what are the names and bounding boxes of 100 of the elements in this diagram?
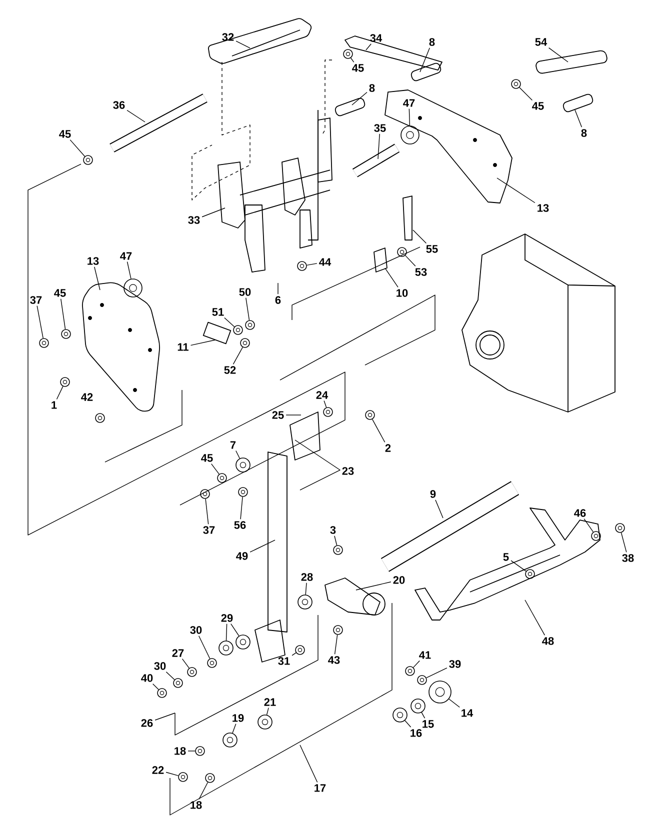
leader-line bbox=[524, 600, 546, 636]
callout-number: 5 bbox=[503, 553, 509, 561]
callout-number: 8 bbox=[581, 129, 587, 137]
callout-number: 20 bbox=[393, 576, 405, 584]
callout-number: 2 bbox=[385, 444, 391, 452]
callout-number: 56 bbox=[234, 521, 246, 529]
leader-line bbox=[198, 636, 210, 659]
nut bbox=[365, 410, 375, 420]
leader-line bbox=[324, 400, 327, 408]
callout-number: 46 bbox=[574, 509, 586, 517]
nut bbox=[207, 658, 217, 668]
nut bbox=[591, 531, 601, 541]
callout-number: 26 bbox=[141, 719, 153, 727]
callout-number: 22 bbox=[152, 766, 164, 774]
nut bbox=[200, 489, 210, 499]
leader-line bbox=[36, 306, 44, 339]
callout-number: 37 bbox=[30, 296, 42, 304]
callout-number: 32 bbox=[222, 33, 234, 41]
leader-line bbox=[426, 668, 448, 678]
callout-number: 30 bbox=[154, 662, 166, 670]
bushing bbox=[218, 640, 234, 656]
callout-number: 35 bbox=[374, 124, 386, 132]
callout-number: 14 bbox=[462, 709, 474, 717]
leader-line bbox=[620, 532, 627, 552]
callout-number: 50 bbox=[239, 288, 251, 296]
bushing bbox=[400, 126, 420, 144]
callout-number: 42 bbox=[81, 393, 93, 401]
callout-number: 9 bbox=[430, 490, 436, 498]
callout-number: 34 bbox=[370, 34, 382, 42]
callout-number: 39 bbox=[449, 660, 461, 668]
bushing bbox=[428, 680, 452, 704]
leader-line bbox=[292, 652, 296, 656]
leader-line bbox=[236, 450, 240, 459]
callout-number: 44 bbox=[319, 258, 332, 266]
nut bbox=[525, 569, 535, 579]
callout-number: 52 bbox=[224, 366, 236, 374]
callout-number: 48 bbox=[542, 637, 554, 645]
callout-number: 15 bbox=[422, 720, 434, 728]
callout-number: 28 bbox=[301, 573, 313, 581]
leader-line bbox=[350, 58, 354, 63]
leader-line bbox=[230, 624, 240, 636]
leader-line bbox=[366, 44, 372, 50]
callout-number: 45 bbox=[59, 130, 71, 138]
leader-line bbox=[198, 782, 208, 800]
leader-line bbox=[190, 340, 216, 346]
leader-line bbox=[94, 266, 100, 290]
leader-line bbox=[70, 139, 86, 157]
leader-line bbox=[182, 658, 190, 668]
nut bbox=[238, 487, 248, 497]
callout-number: 10 bbox=[396, 289, 408, 297]
callout-number: 19 bbox=[232, 714, 244, 722]
leader-line bbox=[286, 414, 302, 416]
nut bbox=[61, 329, 71, 339]
nut bbox=[615, 523, 625, 533]
nut bbox=[240, 338, 250, 348]
leader-line bbox=[413, 660, 420, 668]
callout-number: 45 bbox=[54, 289, 66, 297]
callout-number: 47 bbox=[403, 99, 415, 107]
leader-line bbox=[372, 418, 386, 443]
bushing bbox=[236, 634, 250, 650]
callout-number: 55 bbox=[426, 245, 438, 253]
leader-line bbox=[356, 582, 392, 590]
callout-number: 18 bbox=[174, 747, 186, 755]
nut bbox=[297, 261, 307, 271]
leader-line bbox=[266, 707, 269, 716]
leader-line bbox=[236, 40, 250, 48]
bushing bbox=[410, 698, 426, 714]
leader-line bbox=[305, 582, 307, 595]
nut bbox=[417, 675, 427, 685]
callout-number: 47 bbox=[120, 252, 132, 260]
nut bbox=[205, 773, 215, 783]
callout-number: 31 bbox=[278, 657, 290, 665]
leader-line bbox=[126, 110, 146, 122]
callout-number: 30 bbox=[190, 626, 202, 634]
callout-number: 16 bbox=[410, 729, 422, 737]
nut bbox=[217, 473, 227, 483]
nut bbox=[187, 667, 197, 677]
nut bbox=[245, 320, 255, 330]
bushing bbox=[258, 714, 272, 730]
leader-line bbox=[584, 518, 594, 532]
leader-line bbox=[352, 92, 368, 106]
leader-line bbox=[205, 498, 209, 524]
callout-number: 33 bbox=[188, 216, 200, 224]
leader-line bbox=[548, 47, 568, 62]
callout-number: 45 bbox=[352, 64, 364, 72]
leader-line bbox=[334, 634, 338, 654]
nut bbox=[60, 377, 70, 387]
callout-number: 43 bbox=[328, 656, 340, 664]
bushing bbox=[222, 732, 238, 748]
nut bbox=[157, 688, 167, 698]
leader-line bbox=[496, 178, 536, 204]
callout-number: 6 bbox=[275, 296, 281, 304]
leader-line bbox=[152, 684, 159, 690]
leader-line bbox=[246, 298, 250, 321]
nut bbox=[295, 645, 305, 655]
nut bbox=[343, 49, 353, 59]
callout-number: 45 bbox=[201, 454, 213, 462]
callout-number: 45 bbox=[532, 102, 544, 110]
callout-number: 13 bbox=[88, 257, 99, 265]
leader-line bbox=[574, 110, 582, 128]
